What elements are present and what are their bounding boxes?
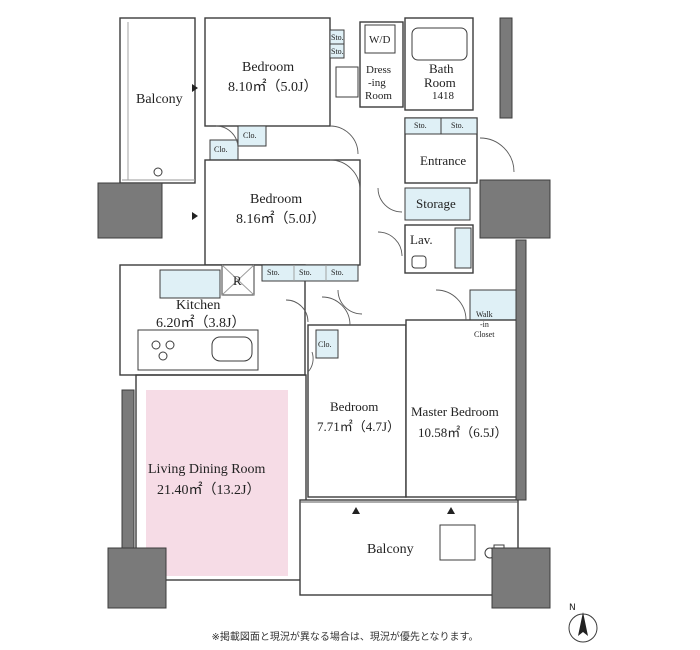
storage-area bbox=[404, 187, 471, 221]
lav-label: Lav. bbox=[410, 232, 433, 247]
walkin-closet-line3: Closet bbox=[474, 330, 495, 339]
closet-top-1 bbox=[237, 125, 267, 147]
bath-room-line1: Bath bbox=[429, 61, 454, 76]
master-bedroom-area: 10.58㎡（6.5J） bbox=[418, 425, 508, 440]
master-bedroom-area bbox=[405, 319, 519, 498]
living-dining-floor bbox=[146, 390, 288, 576]
bedroom-small-name: Bedroom bbox=[330, 399, 379, 414]
clo-top-1: Clo. bbox=[243, 131, 257, 140]
sto-top-2: Sto. bbox=[331, 47, 344, 56]
bedroom-top-area: 8.10㎡（5.0J） bbox=[228, 80, 318, 95]
clo-bedroom-small: Clo. bbox=[318, 340, 332, 349]
column-right-top bbox=[479, 179, 551, 239]
wd-label: W/D bbox=[369, 34, 391, 46]
sto-kitchen-3: Sto. bbox=[331, 268, 344, 277]
bedroom-mid-area: 8.16㎡（5.0J） bbox=[236, 212, 326, 227]
sto-entrance-1: Sto. bbox=[414, 121, 427, 130]
kitchen-area: 6.20㎡（3.8J） bbox=[156, 316, 246, 331]
sto-entrance-2: Sto. bbox=[451, 121, 464, 130]
balcony-bottom-label: Balcony bbox=[367, 542, 414, 557]
storage-label: Storage bbox=[416, 196, 456, 211]
bedroom-small-area: 7.71㎡（4.7J） bbox=[317, 419, 401, 434]
balcony-left-area bbox=[119, 17, 196, 184]
dressing-room-line2: -ing bbox=[368, 77, 386, 89]
dressing-room-line3: Room bbox=[365, 90, 392, 102]
dressing-room-line1: Dress bbox=[366, 64, 392, 76]
master-bedroom-name: Master Bedroom bbox=[411, 404, 499, 419]
living-dining-area: 21.40㎡（13.2J） bbox=[157, 483, 261, 498]
footnote: ※掲載図面と現況が異なる場合は、現況が優先となります。 bbox=[211, 632, 479, 643]
clo-top-2: Clo. bbox=[214, 145, 228, 154]
bedroom-mid-name: Bedroom bbox=[250, 192, 303, 207]
sto-kitchen-2: Sto. bbox=[299, 268, 312, 277]
bedroom-top-area bbox=[204, 17, 331, 127]
walkin-closet-line1: Walk bbox=[476, 310, 493, 319]
column-bottom-left bbox=[107, 547, 167, 609]
balcony-bottom-area bbox=[299, 499, 519, 596]
column-bottom-right bbox=[491, 547, 551, 609]
bedroom-top-name: Bedroom bbox=[242, 60, 295, 75]
compass-north-label: N bbox=[569, 603, 576, 613]
living-dining-name: Living Dining Room bbox=[148, 462, 266, 477]
sto-kitchen-1: Sto. bbox=[267, 268, 280, 277]
balcony-left-label: Balcony bbox=[136, 92, 183, 107]
entrance-label: Entrance bbox=[420, 153, 467, 168]
bath-room-code: 1418 bbox=[432, 90, 454, 102]
bedroom-mid-area bbox=[204, 159, 361, 266]
kitchen-name: Kitchen bbox=[176, 298, 221, 313]
bath-room-line2: Room bbox=[424, 75, 456, 90]
walkin-closet-line2: -in bbox=[480, 320, 489, 329]
fridge-label: R bbox=[233, 273, 242, 288]
column-left-mid bbox=[97, 182, 163, 239]
sto-top-1: Sto. bbox=[331, 33, 344, 42]
